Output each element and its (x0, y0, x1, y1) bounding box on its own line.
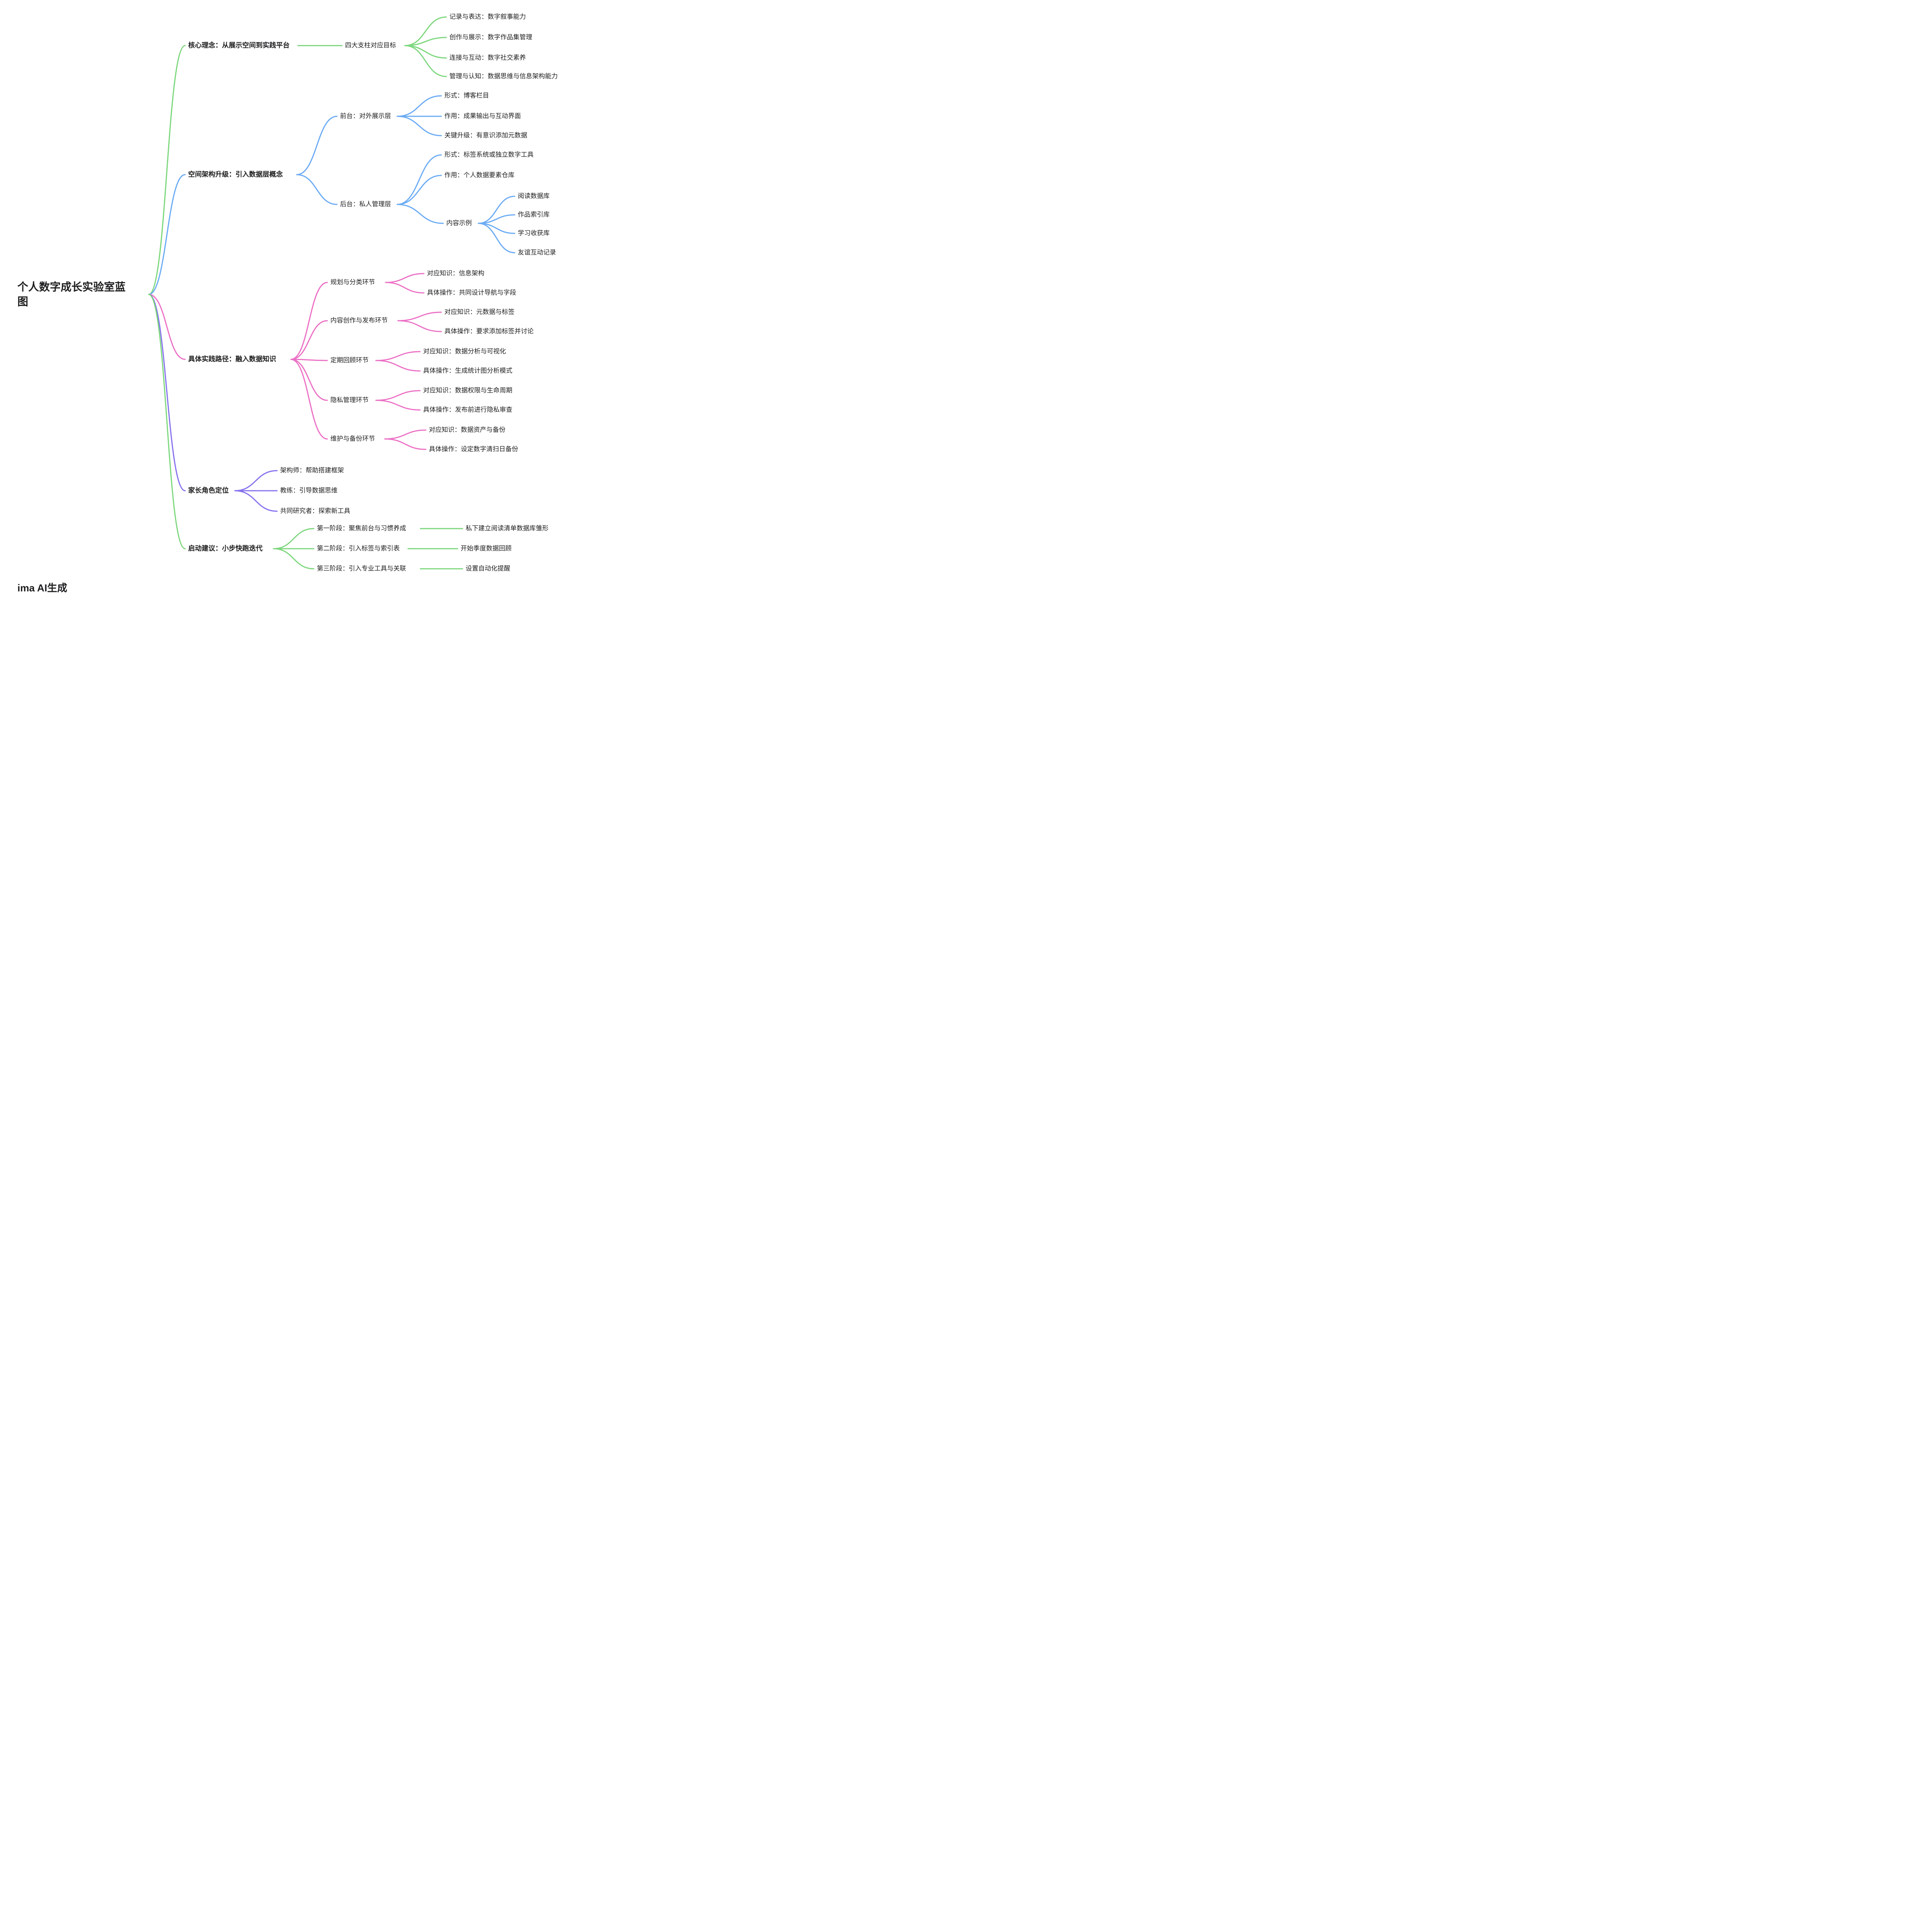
node-stage-1[interactable]: 第一阶段：聚焦前台与习惯养成 (317, 525, 406, 532)
node-four-pillars[interactable]: 四大支柱对应目标 (345, 42, 396, 49)
node-backstage[interactable]: 后台：私人管理层 (340, 201, 391, 208)
leaf-learning-gains[interactable]: 学习收获库 (518, 230, 550, 237)
leaf-works-index[interactable]: 作品索引库 (518, 211, 550, 218)
link-curve (385, 273, 425, 283)
node-creation-publish[interactable]: 内容创作与发布环节 (330, 317, 388, 324)
link-curve (290, 320, 328, 360)
link-curve (396, 175, 442, 205)
link-curve (273, 548, 315, 570)
link-curve (148, 294, 186, 549)
link-curve (290, 359, 328, 440)
leaf-knowledge-backup[interactable]: 对应知识：数据资产与备份 (429, 426, 505, 434)
leaf-reading-db[interactable]: 阅读数据库 (518, 192, 550, 200)
node-content-examples[interactable]: 内容示例 (446, 219, 472, 227)
node-privacy[interactable]: 隐私管理环节 (330, 396, 369, 404)
generator-watermark: ima AI生成 (17, 582, 68, 594)
link-curve (396, 95, 442, 117)
link-curve (404, 45, 447, 77)
link-curve (396, 204, 444, 224)
leaf-form-tags[interactable]: 形式：标签系统或独立数字工具 (444, 151, 534, 158)
link-curve (234, 490, 278, 512)
node-frontstage[interactable]: 前台：对外展示层 (340, 112, 391, 120)
link-curve (384, 438, 427, 450)
link-curve (478, 214, 515, 224)
link-curve (404, 45, 447, 59)
leaf-create-showcase[interactable]: 创作与展示：数字作品集管理 (449, 34, 532, 41)
mindmap-links (148, 16, 515, 570)
mindmap-canvas: 个人数字成长实验室蓝图 核心理念：从展示空间到实践平台 四大支柱对应目标 记录与… (0, 0, 595, 614)
leaf-connect-interact[interactable]: 连接与互动：数字社交素养 (449, 54, 526, 61)
node-space-architecture[interactable]: 空间架构升级：引入数据层概念 (188, 170, 283, 179)
link-curve (148, 45, 186, 295)
leaf-co-researcher[interactable]: 共同研究者：探索新工具 (280, 507, 350, 515)
link-curve (290, 282, 328, 360)
node-parent-role[interactable]: 家长角色定位 (188, 486, 229, 495)
node-stage-2[interactable]: 第二阶段：引入标签与索引表 (317, 545, 400, 552)
leaf-stage2-action[interactable]: 开始季度数据回顾 (461, 545, 512, 552)
leaf-form-blog[interactable]: 形式：博客栏目 (444, 92, 489, 99)
root-node[interactable]: 个人数字成长实验室蓝图 (17, 281, 126, 308)
node-planning[interactable]: 规划与分类环节 (330, 279, 375, 286)
leaf-action-design[interactable]: 具体操作：共同设计导航与字段 (427, 289, 516, 296)
link-curve (397, 320, 442, 332)
node-practice-path[interactable]: 具体实践路径：融入数据知识 (188, 355, 276, 363)
leaf-record-express[interactable]: 记录与表达：数字叙事能力 (449, 13, 526, 20)
link-curve (396, 154, 442, 205)
link-curve (148, 174, 186, 295)
leaf-coach[interactable]: 教练：引导数据思维 (280, 487, 338, 494)
link-curve (375, 351, 421, 361)
node-review[interactable]: 定期回顾环节 (330, 357, 369, 364)
link-curve (296, 116, 338, 175)
leaf-role-warehouse[interactable]: 作用：个人数据要素仓库 (444, 172, 515, 179)
leaf-architect[interactable]: 架构师：帮助搭建框架 (280, 467, 344, 474)
link-curve (296, 174, 338, 205)
link-curve (396, 116, 442, 136)
leaf-stage3-action[interactable]: 设置自动化提醒 (466, 565, 510, 572)
leaf-action-privacy-review[interactable]: 具体操作：发布前进行隐私审查 (423, 406, 512, 413)
leaf-key-upgrade[interactable]: 关键升级：有意识添加元数据 (444, 132, 527, 139)
link-curve (404, 37, 447, 46)
link-curve (290, 359, 328, 361)
node-core-concept[interactable]: 核心理念：从展示空间到实践平台 (188, 41, 290, 49)
link-curve (273, 528, 315, 549)
leaf-knowledge-metadata[interactable]: 对应知识：元数据与标签 (444, 308, 515, 316)
link-curve (478, 223, 515, 253)
link-curve (375, 360, 421, 372)
node-stage-3[interactable]: 第三阶段：引入专业工具与关联 (317, 565, 406, 572)
link-curve (397, 311, 442, 321)
leaf-action-cleanup[interactable]: 具体操作：设定数字清扫日备份 (429, 446, 518, 453)
link-curve (234, 470, 278, 492)
leaf-stage1-action[interactable]: 私下建立阅读清单数据库雏形 (466, 525, 549, 532)
node-launch-advice[interactable]: 启动建议：小步快跑迭代 (188, 544, 263, 553)
link-curve (385, 282, 425, 294)
leaf-knowledge-permissions[interactable]: 对应知识：数据权限与生命周期 (423, 387, 512, 394)
leaf-knowledge-analytics[interactable]: 对应知识：数据分析与可视化 (423, 348, 506, 355)
leaf-knowledge-ia[interactable]: 对应知识：信息架构 (427, 270, 485, 277)
link-curve (148, 294, 186, 492)
link-curve (384, 429, 427, 440)
leaf-role-output[interactable]: 作用：成果输出与互动界面 (444, 112, 521, 120)
leaf-action-tagging[interactable]: 具体操作：要求添加标签并讨论 (444, 328, 534, 335)
link-curve (478, 196, 515, 224)
link-curve (148, 294, 186, 360)
link-curve (375, 390, 421, 401)
link-curve (404, 16, 447, 46)
leaf-manage-cognition[interactable]: 管理与认知：数据思维与信息架构能力 (449, 73, 558, 80)
link-curve (290, 359, 328, 401)
leaf-action-charts[interactable]: 具体操作：生成统计图分析模式 (423, 367, 512, 374)
node-maintenance[interactable]: 维护与备份环节 (330, 435, 375, 442)
link-curve (375, 400, 421, 411)
leaf-friendship-log[interactable]: 友谊互动记录 (518, 249, 556, 256)
